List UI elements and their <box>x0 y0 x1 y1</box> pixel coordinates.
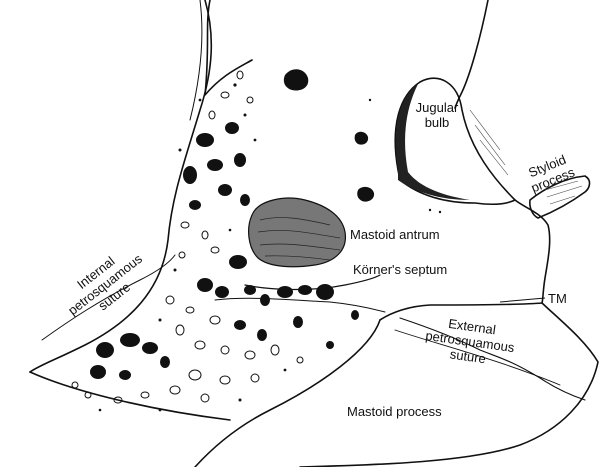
mastoid-antrum <box>248 197 346 268</box>
septum-shelf <box>214 297 386 313</box>
tm-leader <box>499 297 546 303</box>
label-jugular-line-2: bulb <box>424 115 450 130</box>
air-cells-outline <box>71 70 304 404</box>
petrous-ridge-outline <box>204 0 253 96</box>
internal-suture-line <box>189 0 203 121</box>
tm-outline <box>379 302 543 321</box>
external-suture-line-2 <box>394 329 561 386</box>
label-jugular-line-1: Jugular <box>415 100 459 115</box>
label-tm: TM <box>548 291 567 306</box>
mastoid-process-tip <box>299 302 599 468</box>
bone-left-outline <box>29 371 231 421</box>
label-mastoid-process: Mastoid process <box>347 404 442 419</box>
bone-outer-outline <box>29 0 213 373</box>
label-mastoid-antrum: Mastoid antrum <box>350 227 440 242</box>
internal-suture-lower <box>41 254 176 341</box>
mastoid-process-outline <box>194 319 381 468</box>
styloid-process <box>529 175 591 219</box>
external-suture-line <box>399 317 586 401</box>
label-korners-septum: Körner's septum <box>353 262 448 277</box>
label-jugular-bulb: Jugular bulb <box>402 100 472 130</box>
jugular-bulb-outline <box>394 77 516 206</box>
air-cells-dark <box>90 69 375 380</box>
right-margin-outline <box>454 0 489 109</box>
korners-septum-line <box>244 274 381 291</box>
